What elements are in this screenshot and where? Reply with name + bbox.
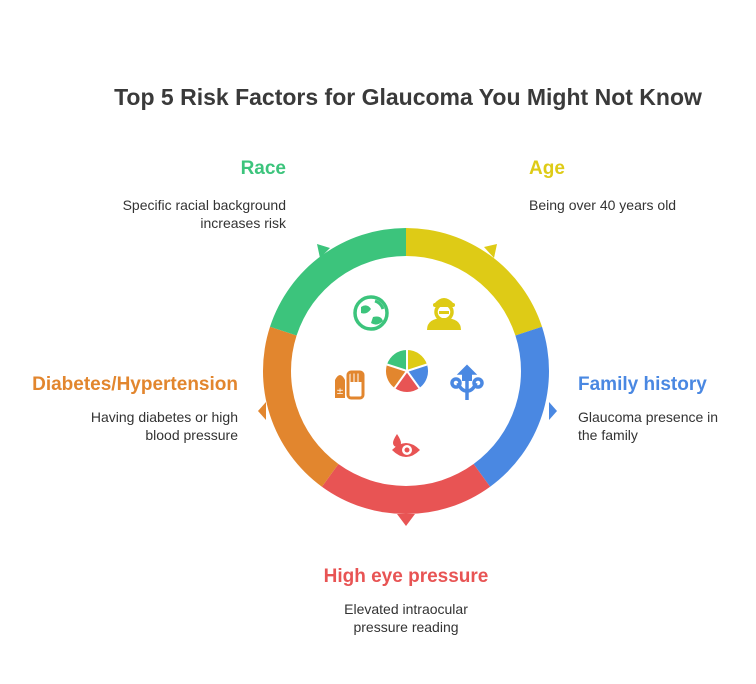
- arrow-tip-age: [484, 244, 497, 258]
- ring-segment-diabetes: [262, 326, 339, 487]
- factor-desc-age: Being over 40 years old: [529, 197, 677, 213]
- factor-label-family: Family history: [578, 374, 707, 395]
- eye-drop-icon: [392, 434, 420, 457]
- ring-segment-pressure: [321, 464, 491, 515]
- page-title: Top 5 Risk Factors for Glaucoma You Migh…: [114, 84, 702, 110]
- pie-chart-icon: [385, 349, 429, 392]
- svg-text:±: ±: [336, 387, 344, 397]
- factor-label-age: Age: [529, 158, 565, 179]
- factor-desc-pressure: Elevated intraocular pressure reading: [344, 601, 468, 635]
- factor-label-pressure: High eye pressure: [323, 566, 489, 587]
- ring-segment-race: [270, 227, 406, 336]
- factor-desc-race: Specific racial background increases ris…: [122, 197, 286, 231]
- ring-segment-age: [406, 228, 542, 336]
- factor-label-diabetes: Diabetes/Hypertension: [32, 374, 238, 395]
- ring-segment-family: [473, 326, 550, 487]
- family-tree-icon: [450, 364, 484, 400]
- arrow-tip-diabetes: [258, 402, 266, 420]
- factor-desc-family: Glaucoma presence in the family: [578, 409, 719, 443]
- arrow-tip-pressure: [397, 514, 415, 526]
- arrow-tip-race: [317, 244, 330, 258]
- elderly-person-icon: [427, 298, 461, 330]
- arrow-tip-family: [549, 402, 557, 420]
- factor-label-race: Race: [240, 158, 286, 179]
- factor-desc-diabetes: Having diabetes or high blood pressure: [90, 409, 238, 443]
- medical-kit-icon: ±: [335, 370, 365, 400]
- globe-icon: [353, 295, 389, 331]
